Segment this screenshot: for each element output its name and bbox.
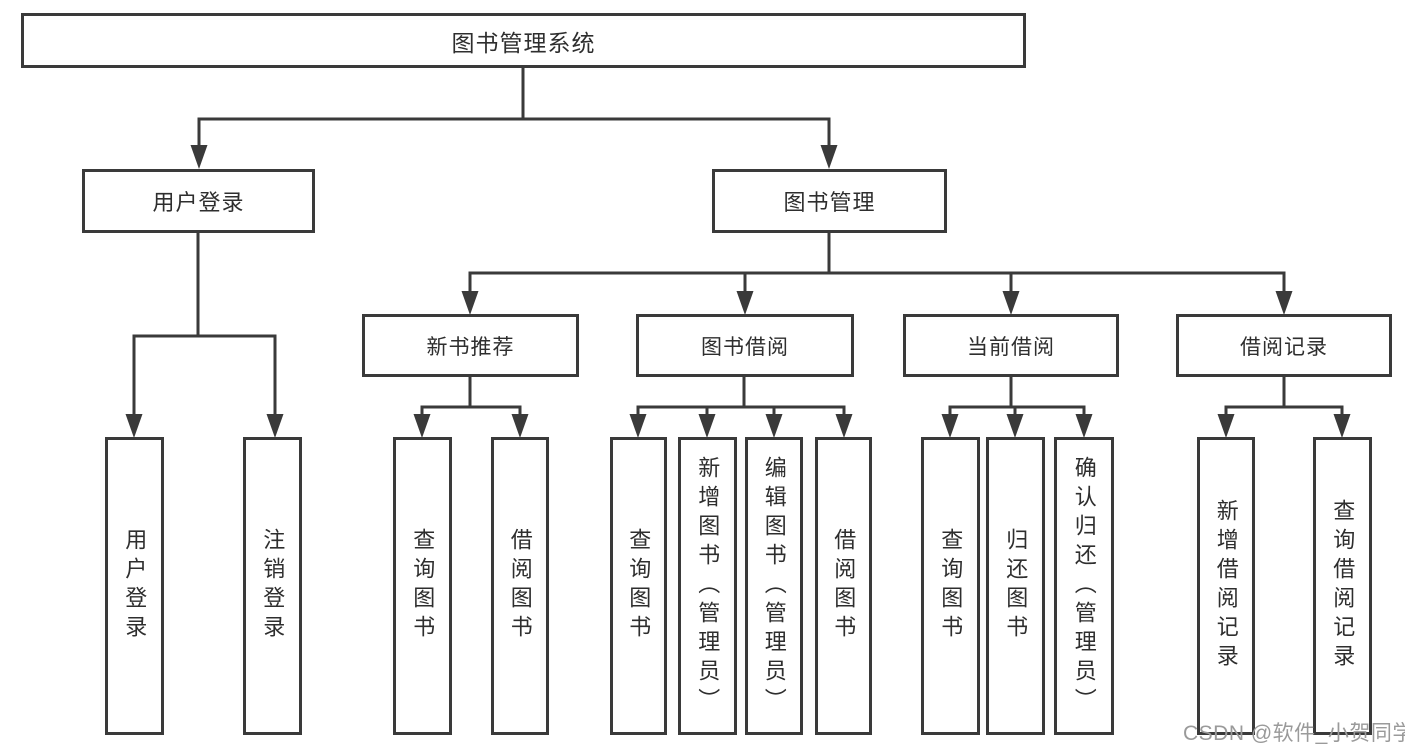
node-label: 借阅图书 [831,528,857,644]
node-library-management-system: 图书管理系统 [21,13,1026,68]
leaf-recommend-borrow-book: 借阅图书 [491,437,549,735]
node-borrow-records: 借阅记录 [1176,314,1392,377]
node-label: 图书管理 [783,190,876,215]
node-label: 图书管理系统 [451,29,596,56]
node-new-book-recommend: 新书推荐 [362,314,579,377]
node-label: 用户登录 [122,528,148,644]
leaf-current-query-book: 查询图书 [921,437,980,735]
node-label: 新增图书（管理员） [695,455,721,717]
leaf-records-query-record: 查询借阅记录 [1313,437,1372,735]
node-label: 确认归还（管理员） [1071,455,1097,717]
node-label: 查询图书 [410,528,436,644]
leaf-logout: 注销登录 [243,437,302,735]
node-current-borrow: 当前借阅 [903,314,1119,377]
node-label: 归还图书 [1003,528,1029,644]
csdn-watermark: CSDN @软件_小贺同学 [1183,722,1405,745]
arrowheads [125,145,1351,438]
node-label: 新增借阅记录 [1213,499,1239,673]
leaf-user-login: 用户登录 [105,437,164,735]
node-book-borrow: 图书借阅 [636,314,854,377]
node-label: 查询图书 [626,528,652,644]
leaf-borrow-edit-book-admin: 编辑图书（管理员） [745,437,803,735]
node-label: 用户登录 [152,190,245,215]
node-label: 借阅记录 [1240,335,1328,359]
node-label: 查询借阅记录 [1330,499,1356,673]
leaf-current-confirm-return-admin: 确认归还（管理员） [1054,437,1114,735]
node-label: 图书借阅 [701,335,789,359]
node-label: 借阅图书 [507,528,533,644]
node-label: 注销登录 [260,528,286,644]
node-label: 查询图书 [938,528,964,644]
leaf-records-add-record: 新增借阅记录 [1197,437,1255,735]
leaf-recommend-query-book: 查询图书 [393,437,452,735]
node-label: 编辑图书（管理员） [761,455,787,717]
node-book-management: 图书管理 [712,169,947,233]
node-label: 新书推荐 [426,335,515,359]
leaf-borrow-add-book-admin: 新增图书（管理员） [678,437,737,735]
leaf-borrow-query-book: 查询图书 [610,437,667,735]
node-user-login: 用户登录 [82,169,315,233]
node-label: 当前借阅 [967,335,1055,359]
leaf-borrow-borrow-book: 借阅图书 [815,437,872,735]
leaf-current-return-book: 归还图书 [986,437,1045,735]
